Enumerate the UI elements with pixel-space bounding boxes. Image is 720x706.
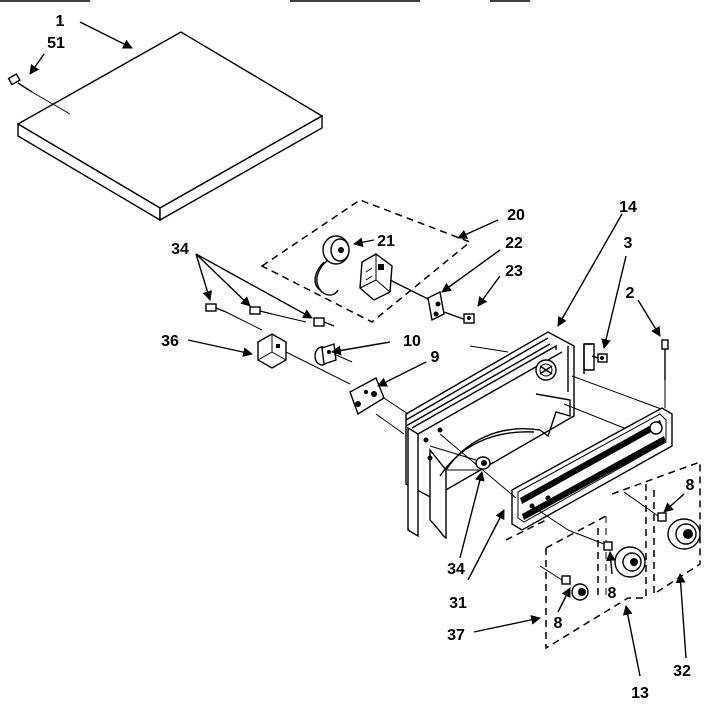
callout-8-right: 8 — [686, 477, 695, 494]
callout-labels: 1 51 20 14 21 22 3 23 34 2 36 10 9 8 34 … — [47, 13, 694, 702]
knob-right — [623, 491, 701, 550]
callout-14: 14 — [619, 199, 637, 216]
callout-1: 1 — [56, 13, 65, 30]
callout-21: 21 — [377, 233, 395, 250]
knob-box-32 — [611, 460, 701, 595]
callout-51: 51 — [47, 35, 65, 52]
callout-22: 22 — [505, 235, 523, 252]
callout-2: 2 — [626, 285, 635, 302]
callout-10: 10 — [403, 333, 421, 350]
switch-10 — [314, 343, 353, 366]
callout-37: 37 — [447, 627, 465, 644]
screws-34 — [205, 303, 335, 331]
timer-body-22 — [359, 253, 445, 322]
control-panel-31 — [439, 407, 673, 531]
screw-34-lower — [429, 445, 491, 470]
mounting-plate-9 — [349, 377, 385, 416]
timer-assembly-box — [260, 199, 472, 323]
callout-23: 23 — [505, 263, 523, 280]
screw-23 — [443, 311, 475, 324]
callout-13: 13 — [631, 685, 649, 702]
callout-34-top: 34 — [171, 241, 189, 258]
callout-20: 20 — [507, 207, 525, 224]
knob-small — [539, 565, 589, 601]
leader-lines — [29, 21, 687, 677]
screw-3 — [591, 353, 608, 363]
top-cover-panel — [16, 31, 324, 222]
console-housing-14 — [375, 331, 665, 539]
callout-3: 3 — [624, 235, 633, 252]
switch-36 — [257, 333, 351, 385]
callout-36: 36 — [161, 333, 179, 350]
knob-middle — [567, 529, 646, 578]
callout-8-left: 8 — [554, 615, 563, 632]
screw-51 — [7, 73, 71, 115]
callout-32: 32 — [673, 663, 691, 680]
timer-motor-21 — [314, 235, 350, 296]
callout-31: 31 — [449, 595, 467, 612]
pin-2 — [661, 339, 669, 408]
callout-34-bottom: 34 — [447, 561, 465, 578]
callout-8-middle: 8 — [608, 585, 617, 602]
callout-9: 9 — [431, 349, 440, 366]
